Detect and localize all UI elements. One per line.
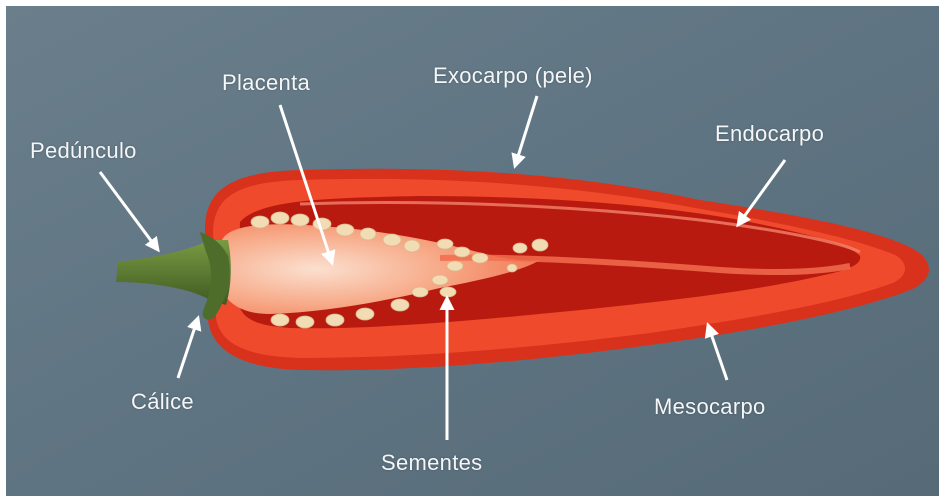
endocarp-label: Endocarpo [715,121,824,147]
calyx-label: Cálice [131,389,194,415]
seeds-label: Sementes [381,450,482,476]
exocarp-label: Exocarpo (pele) [433,63,593,89]
placenta-label: Placenta [222,70,310,96]
peduncle-label: Pedúnculo [30,138,137,164]
mesocarp-label: Mesocarpo [654,394,766,420]
